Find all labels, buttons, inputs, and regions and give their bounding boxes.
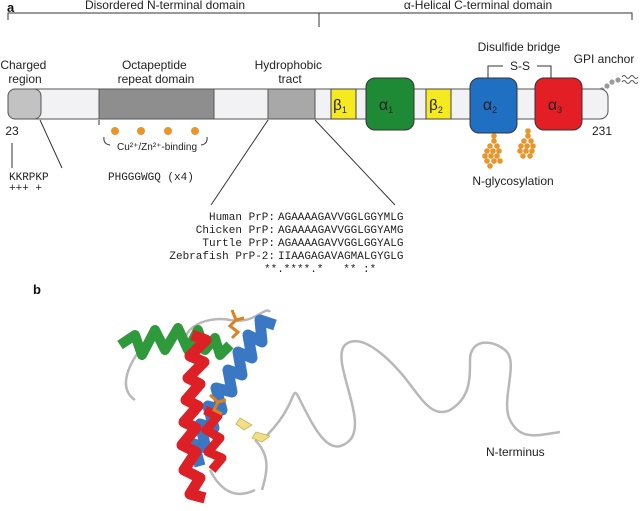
glycan-cluster-2	[517, 128, 536, 159]
gpi-anchor-label: GPI anchor	[574, 52, 635, 66]
alignment-species: Zebrafish PrP-2:	[169, 251, 275, 263]
beta1-label: β1	[333, 97, 347, 115]
alpha3-helix	[534, 77, 583, 131]
helix-green	[117, 323, 234, 360]
c-terminal-domain-label: α-Helical C-terminal domain	[404, 0, 552, 12]
n-terminal-bracket	[7, 12, 320, 27]
alpha1-label: α1	[379, 97, 393, 115]
beta1-strand	[330, 88, 357, 120]
gpi-anchor-icon	[599, 75, 639, 93]
cu-zn-binding-label: Cu²⁺/Zn²⁺-binding	[117, 142, 197, 153]
alpha1-helix	[365, 77, 415, 131]
alignment-consensus: **.****.* ** :*	[264, 264, 376, 276]
n-terminal-coil	[261, 339, 561, 448]
disulfide-bracket	[487, 65, 552, 78]
cu-binding-sites	[111, 127, 199, 135]
alignment-sequence: AGAAAAGAVVGGLGGYMLG	[278, 212, 403, 224]
octapeptide-label: Octapeptide repeat domain	[118, 58, 195, 86]
hydrophobic-tract-segment	[267, 88, 316, 120]
n-glycosylation-label: N-glycosylation	[472, 174, 553, 188]
octapeptide-repeat-segment	[98, 88, 215, 120]
hydrophobic-alignment: Human PrP: AGAAAAGAVVGGLGGYMLG Chicken P…	[169, 212, 403, 276]
alignment-sequence: IIAAGAGAVAGMALGYGLG	[278, 251, 403, 263]
leader-lines	[11, 119, 396, 206]
panel-a-letter: a	[7, 0, 15, 15]
charge-marks: +++ +	[9, 183, 42, 195]
cu-binding-bracket	[103, 136, 208, 146]
beta2-label: β2	[429, 97, 443, 115]
alignment-species: Human PrP:	[209, 212, 275, 224]
residue-end-number: 231	[592, 124, 612, 138]
n-terminal-domain-label: Disordered N-terminal domain	[85, 0, 245, 12]
helix-red-2	[201, 405, 227, 473]
charged-region-label: Charged region	[0, 58, 49, 86]
alignment-species: Chicken PrP:	[196, 225, 275, 237]
alignment-sequence: AGAAAAGAVVGGLGGYALG	[278, 238, 403, 250]
alpha3-label: α3	[548, 97, 562, 115]
disulfide-bridge-label: Disulfide bridge	[478, 40, 561, 54]
glycan-stick-1	[227, 309, 245, 340]
structured-domain-coils	[124, 309, 272, 496]
alignment-species: Turtle PrP:	[202, 238, 275, 250]
alpha2-label: α2	[483, 97, 497, 115]
beta2-strand	[425, 88, 452, 120]
octapeptide-sequence: PHGGGWGQ (x4)	[108, 172, 194, 184]
n-terminus-label: N-terminus	[486, 445, 545, 459]
glycan-stick-2	[209, 393, 227, 416]
hydrophobic-tract-label: Hydrophobic tract	[255, 58, 326, 86]
ss-bond-label: S-S	[510, 59, 530, 73]
residue-start-number: 23	[5, 124, 19, 138]
charged-sequence: KKRPKP	[9, 172, 49, 184]
alignment-sequence: AGAAAAGAVVGGLGGYAMG	[278, 225, 403, 237]
helix-red-1	[176, 329, 212, 504]
panel-b-letter: b	[33, 282, 41, 297]
glycan-cluster-1	[482, 133, 503, 169]
c-terminal-bracket	[319, 12, 633, 20]
alpha2-helix	[469, 77, 518, 134]
beta-strands	[235, 417, 271, 443]
charged-region-segment	[7, 88, 42, 120]
